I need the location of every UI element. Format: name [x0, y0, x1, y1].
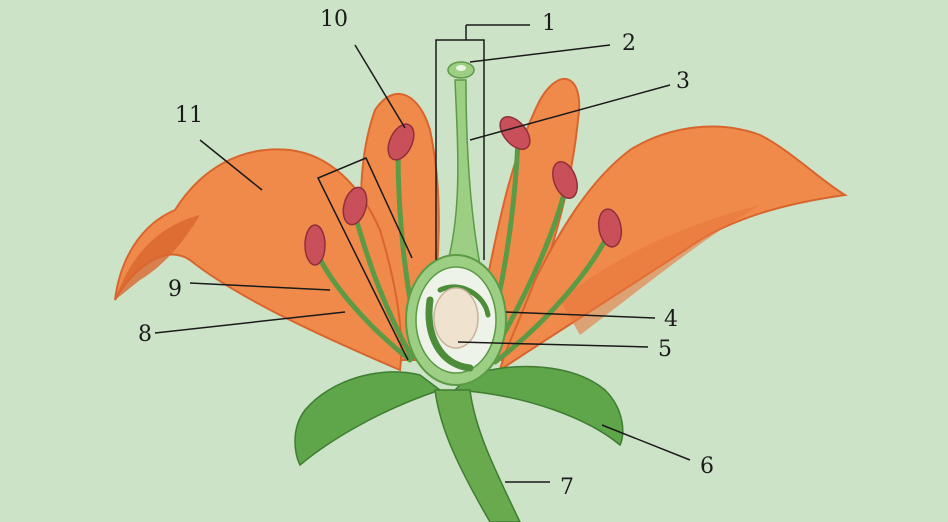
- label-2: 2: [622, 31, 636, 56]
- label-6: 6: [700, 454, 714, 479]
- sepal-left: [295, 372, 440, 465]
- label-5: 5: [658, 337, 672, 362]
- label-9: 9: [168, 277, 182, 302]
- pedicel: [435, 390, 520, 522]
- label-11: 11: [175, 103, 203, 128]
- label-8: 8: [138, 322, 152, 347]
- label-4: 4: [664, 307, 678, 332]
- label-7: 7: [560, 475, 574, 500]
- label-10: 10: [320, 7, 348, 32]
- ovule: [434, 288, 478, 348]
- label-3: 3: [676, 69, 690, 94]
- style: [447, 80, 480, 265]
- label-1: 1: [542, 11, 556, 36]
